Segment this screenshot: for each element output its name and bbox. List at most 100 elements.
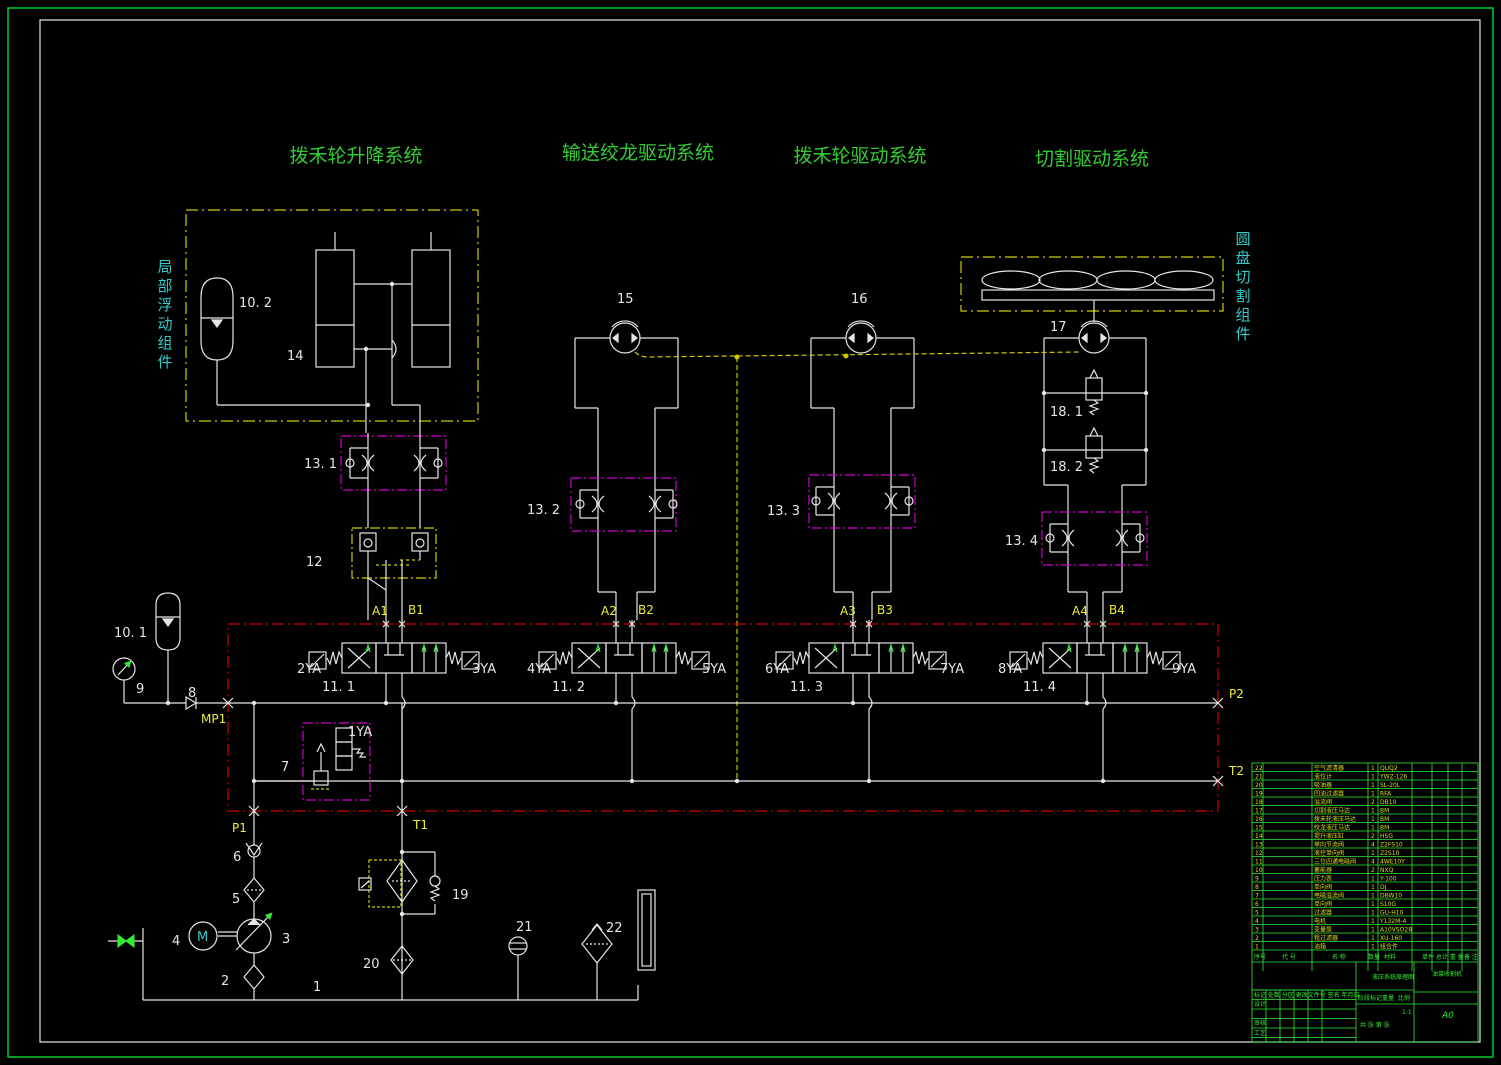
- label-11-1: 11. 1: [322, 680, 355, 695]
- bom-row-no: 3: [1255, 927, 1259, 934]
- title-lift: 拨禾轮升降系统: [289, 145, 422, 167]
- revision-marks: 标记 处数 分区 更改文件号 签名 年月日: [1254, 991, 1360, 999]
- bom-row-qty: 2: [1371, 833, 1375, 840]
- label-1ya: 1YA: [348, 725, 372, 740]
- bom-row-no: 8: [1255, 884, 1259, 891]
- bom-header-cell: 材料: [1384, 953, 1396, 961]
- auger-system: [570, 320, 679, 620]
- label-2: 2: [221, 974, 229, 989]
- bom-row-name: 单向节流阀: [1314, 841, 1344, 849]
- lift-system: [185, 209, 479, 433]
- bom-row-name: 绞龙液压马达: [1314, 824, 1350, 832]
- drain-lines: [634, 351, 1081, 781]
- bom-row-qty: 2: [1371, 799, 1375, 806]
- bom-row-name: 蓄能器: [1314, 866, 1332, 874]
- port-a4: A4: [1072, 604, 1088, 618]
- bom-row-code: BM: [1380, 808, 1389, 815]
- process-label: 工艺: [1254, 1029, 1266, 1037]
- label-9ya: 9YA: [1172, 662, 1196, 677]
- bom-row-qty: 1: [1371, 808, 1375, 815]
- label-2ya: 2YA: [297, 662, 321, 677]
- directional-valves: [222, 620, 1224, 817]
- bom-row-no: 9: [1255, 876, 1259, 883]
- stage-label: 阶段标记: [1358, 994, 1382, 1002]
- bom-row-qty: 1: [1371, 816, 1375, 823]
- label-8: 8: [188, 686, 196, 701]
- label-7: 7: [281, 760, 289, 775]
- pilot-check-valve-12: [351, 527, 437, 620]
- bom-row-no: 2: [1255, 935, 1259, 942]
- title-auger: 输送绞龙驱动系统: [562, 142, 714, 164]
- bom-row-name: 单向阀: [1314, 900, 1332, 908]
- port-b1: B1: [408, 603, 424, 617]
- bom-row-qty: 1: [1371, 901, 1375, 908]
- bom-header-cell: 数量: [1368, 953, 1380, 961]
- motor-4: [188, 921, 218, 951]
- label-13-3: 13. 3: [767, 504, 800, 519]
- label-13-1: 13. 1: [304, 457, 337, 472]
- bom-row-code: RFA: [1380, 791, 1392, 798]
- bom-row-qty: 2: [1371, 867, 1375, 874]
- bom-row-no: 13: [1255, 842, 1263, 849]
- label-6ya: 6YA: [765, 662, 789, 677]
- mass-label: 重量: [1382, 994, 1394, 1002]
- solenoid-relief-valve-7: [254, 722, 371, 801]
- title-cutter: 切割驱动系统: [1035, 148, 1149, 170]
- bom-row-no: 10: [1255, 867, 1263, 874]
- bom-row-qty: 4: [1371, 842, 1375, 849]
- bom-row-qty: 1: [1371, 774, 1375, 781]
- side-title-disc-cutter: 圆盘切割组件: [1235, 230, 1250, 343]
- port-b3: B3: [877, 603, 893, 617]
- bom-row-no: 4: [1255, 918, 1259, 925]
- bom-row-name: 溢流阀: [1314, 798, 1332, 806]
- bom-row-name: 压力表: [1314, 875, 1332, 883]
- label-11-3: 11. 3: [790, 680, 823, 695]
- bom-row-name: 粗过滤器: [1314, 934, 1338, 942]
- bom-row-code: 组合件: [1380, 943, 1398, 951]
- bom-row-no: 15: [1255, 825, 1263, 832]
- bom-row-name: 电磁溢流阀: [1314, 892, 1344, 900]
- label-3: 3: [282, 932, 290, 947]
- directional-valve-3: [775, 620, 947, 781]
- bom-header-cell: 序号: [1254, 953, 1266, 961]
- title-reel: 拨禾轮驱动系统: [793, 145, 926, 167]
- tank-level-window: [637, 889, 656, 971]
- bom-row-qty: 4: [1371, 859, 1375, 866]
- bom-row-code: S10G: [1380, 901, 1396, 908]
- bom-header-cell: 备 注: [1464, 953, 1478, 961]
- scale-label: 比例: [1398, 994, 1410, 1002]
- accumulator-10-1: [155, 592, 181, 651]
- lift-box: [185, 209, 479, 422]
- bom-row-code: Y132M-4: [1379, 918, 1406, 925]
- suction-filter-20: [390, 945, 414, 975]
- bom-header-cell: 名 称: [1332, 953, 1346, 961]
- check-label: 审核: [1254, 1019, 1266, 1027]
- bom-row-code: HSG: [1380, 833, 1393, 840]
- bom-row-code: BM: [1380, 816, 1389, 823]
- bom-row-no: 6: [1255, 901, 1259, 908]
- sheet-label: 共 张 第 张: [1360, 1021, 1390, 1029]
- bom-row-no: 5: [1255, 910, 1259, 917]
- port-mp1: MP1: [201, 712, 226, 726]
- junction-dots: [165, 281, 1149, 917]
- label-19: 19: [452, 888, 469, 903]
- strainer-2: [243, 964, 265, 990]
- bom-row-name: 电机: [1314, 917, 1326, 925]
- bom-row-code: DJ: [1380, 884, 1387, 891]
- directional-valve-2: [538, 620, 710, 781]
- drawing-title: 液压系统原理图: [1372, 973, 1414, 981]
- label-20: 20: [363, 957, 380, 972]
- bom-row-name: 变量泵: [1314, 926, 1332, 934]
- scale-value: 1:1: [1402, 1009, 1412, 1016]
- bom-row-name: 空气滤清器: [1314, 764, 1344, 772]
- bom-row-no: 22: [1255, 765, 1263, 772]
- label-11-2: 11. 2: [552, 680, 585, 695]
- label-22: 22: [606, 921, 623, 936]
- label-9: 9: [136, 682, 144, 697]
- bom-row-qty: 1: [1371, 850, 1375, 857]
- bom-row-no: 21: [1255, 774, 1263, 781]
- label-5ya: 5YA: [702, 662, 726, 677]
- directional-valve-4: [1009, 620, 1181, 781]
- bom-row-code: Z2FS10: [1380, 842, 1403, 849]
- bom-row-code: XU-160: [1380, 935, 1402, 942]
